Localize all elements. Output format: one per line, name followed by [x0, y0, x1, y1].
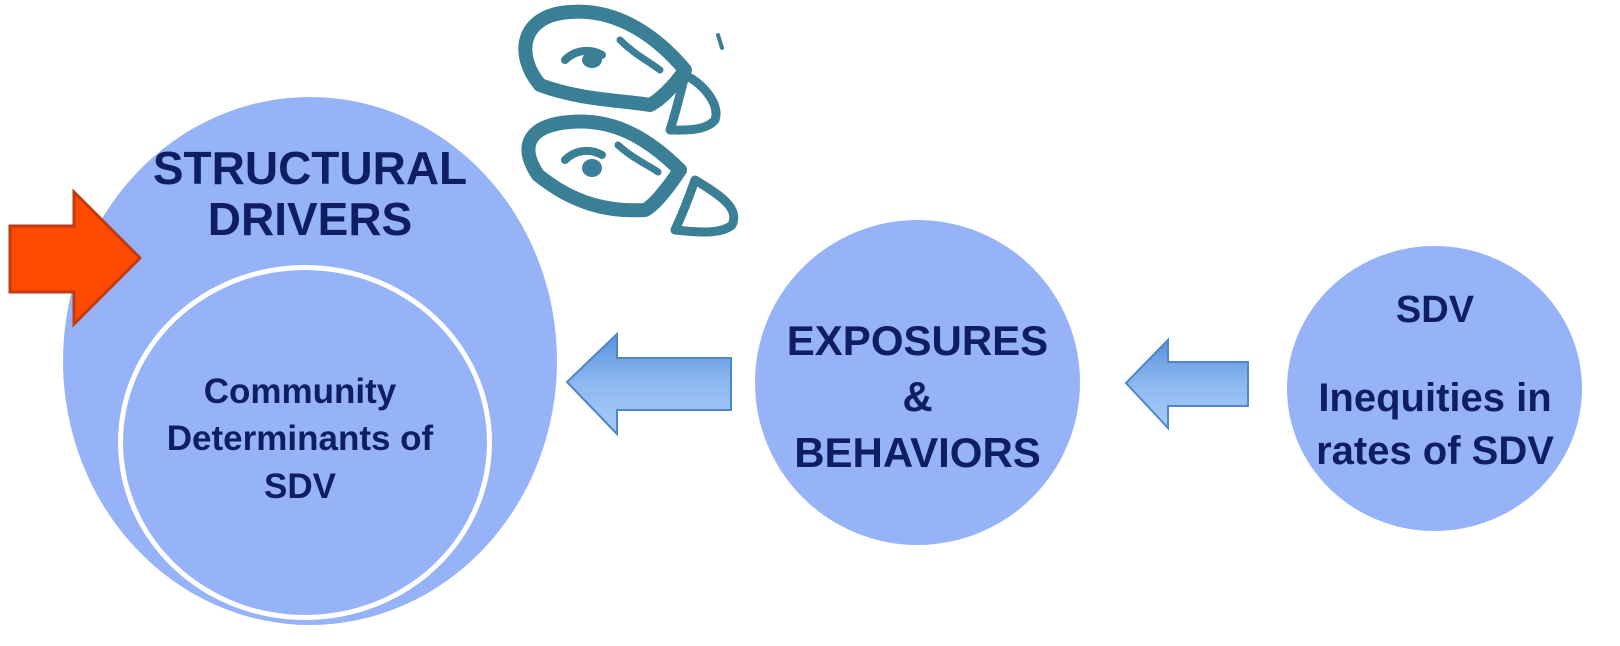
community-line2: Determinants of — [166, 419, 434, 459]
sdv-title: SDV — [1395, 289, 1475, 331]
structural-title-line1: STRUCTURAL — [152, 142, 468, 194]
exposures-behaviors-circle — [755, 220, 1080, 545]
sdv-line2: rates of SDV — [1316, 429, 1554, 474]
arrow-left-icon — [1124, 337, 1249, 431]
structural-drivers-title: STRUCTURAL DRIVERS — [110, 143, 510, 244]
sdv-line1: Inequities in — [1318, 376, 1552, 420]
butterfly-logo-icon — [518, 4, 739, 237]
arrow-right-icon — [8, 188, 143, 328]
arrow-left-icon — [565, 331, 732, 437]
community-line1: Community — [203, 372, 397, 411]
exposures-line2: & — [902, 372, 933, 420]
community-line3: SDV — [264, 466, 336, 506]
sdv-inequities-label: Inequities in rates of SDV — [1290, 372, 1580, 478]
community-determinants-circle — [118, 265, 492, 620]
structural-title-line2: DRIVERS — [207, 192, 413, 245]
exposures-line3: BEHAVIORS — [794, 428, 1041, 476]
community-determinants-label: Community Determinants of SDV — [140, 368, 460, 510]
sdv-circle — [1287, 246, 1582, 531]
exposures-line1: EXPOSURES — [786, 317, 1049, 364]
exposures-behaviors-label: EXPOSURES & BEHAVIORS — [760, 313, 1075, 481]
